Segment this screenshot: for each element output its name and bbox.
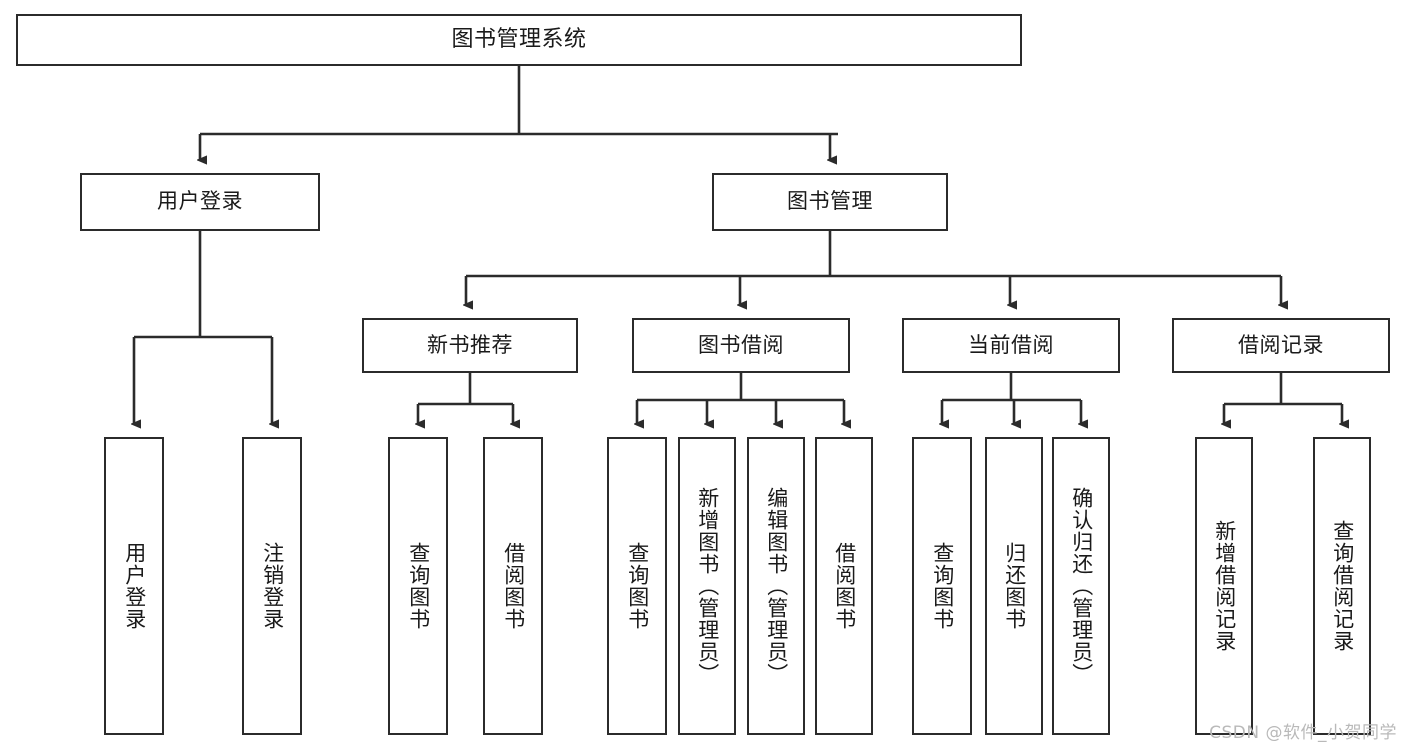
node-leaf-query-book-2-label: 查询图书 <box>625 542 650 630</box>
node-root[interactable]: 图书管理系统 <box>16 14 1022 66</box>
node-leaf-confirm-return-label: 确认归还（管理员） <box>1069 487 1094 685</box>
node-leaf-add-book[interactable]: 新增图书（管理员） <box>678 437 736 735</box>
node-leaf-return-book[interactable]: 归还图书 <box>985 437 1043 735</box>
node-leaf-query-record[interactable]: 查询借阅记录 <box>1313 437 1371 735</box>
node-book-borrow-label: 图书借阅 <box>698 332 784 357</box>
node-leaf-logout-label: 注销登录 <box>260 542 285 630</box>
node-leaf-borrow-book-2-label: 借阅图书 <box>832 542 857 630</box>
node-leaf-user-login[interactable]: 用户登录 <box>104 437 164 735</box>
node-leaf-borrow-book-1-label: 借阅图书 <box>501 542 526 630</box>
node-borrow-record-label: 借阅记录 <box>1238 332 1324 357</box>
node-borrow-record[interactable]: 借阅记录 <box>1172 318 1390 373</box>
node-user-login[interactable]: 用户登录 <box>80 173 320 231</box>
node-leaf-add-record-label: 新增借阅记录 <box>1212 520 1237 652</box>
node-leaf-edit-book[interactable]: 编辑图书（管理员） <box>747 437 805 735</box>
node-book-manage-label: 图书管理 <box>787 189 873 214</box>
node-leaf-user-login-label: 用户登录 <box>122 542 147 630</box>
node-leaf-logout[interactable]: 注销登录 <box>242 437 302 735</box>
node-leaf-edit-book-label: 编辑图书（管理员） <box>764 487 789 685</box>
node-leaf-confirm-return[interactable]: 确认归还（管理员） <box>1052 437 1110 735</box>
node-leaf-query-record-label: 查询借阅记录 <box>1330 520 1355 652</box>
node-book-manage[interactable]: 图书管理 <box>712 173 948 231</box>
node-new-book-recommend[interactable]: 新书推荐 <box>362 318 578 373</box>
node-leaf-return-book-label: 归还图书 <box>1002 542 1027 630</box>
node-leaf-query-book-1[interactable]: 查询图书 <box>388 437 448 735</box>
node-leaf-query-book-3-label: 查询图书 <box>930 542 955 630</box>
node-current-borrow-label: 当前借阅 <box>968 332 1054 357</box>
node-root-label: 图书管理系统 <box>451 26 587 52</box>
node-new-book-recommend-label: 新书推荐 <box>427 332 513 357</box>
node-leaf-borrow-book-2[interactable]: 借阅图书 <box>815 437 873 735</box>
watermark: CSDN @软件_小贺同学 <box>1209 723 1397 743</box>
node-current-borrow[interactable]: 当前借阅 <box>902 318 1120 373</box>
node-leaf-borrow-book-1[interactable]: 借阅图书 <box>483 437 543 735</box>
node-leaf-query-book-1-label: 查询图书 <box>406 542 431 630</box>
node-book-borrow[interactable]: 图书借阅 <box>632 318 850 373</box>
node-leaf-add-book-label: 新增图书（管理员） <box>695 487 720 685</box>
node-leaf-query-book-3[interactable]: 查询图书 <box>912 437 972 735</box>
node-user-login-label: 用户登录 <box>157 189 243 214</box>
node-leaf-query-book-2[interactable]: 查询图书 <box>607 437 667 735</box>
node-leaf-add-record[interactable]: 新增借阅记录 <box>1195 437 1253 735</box>
